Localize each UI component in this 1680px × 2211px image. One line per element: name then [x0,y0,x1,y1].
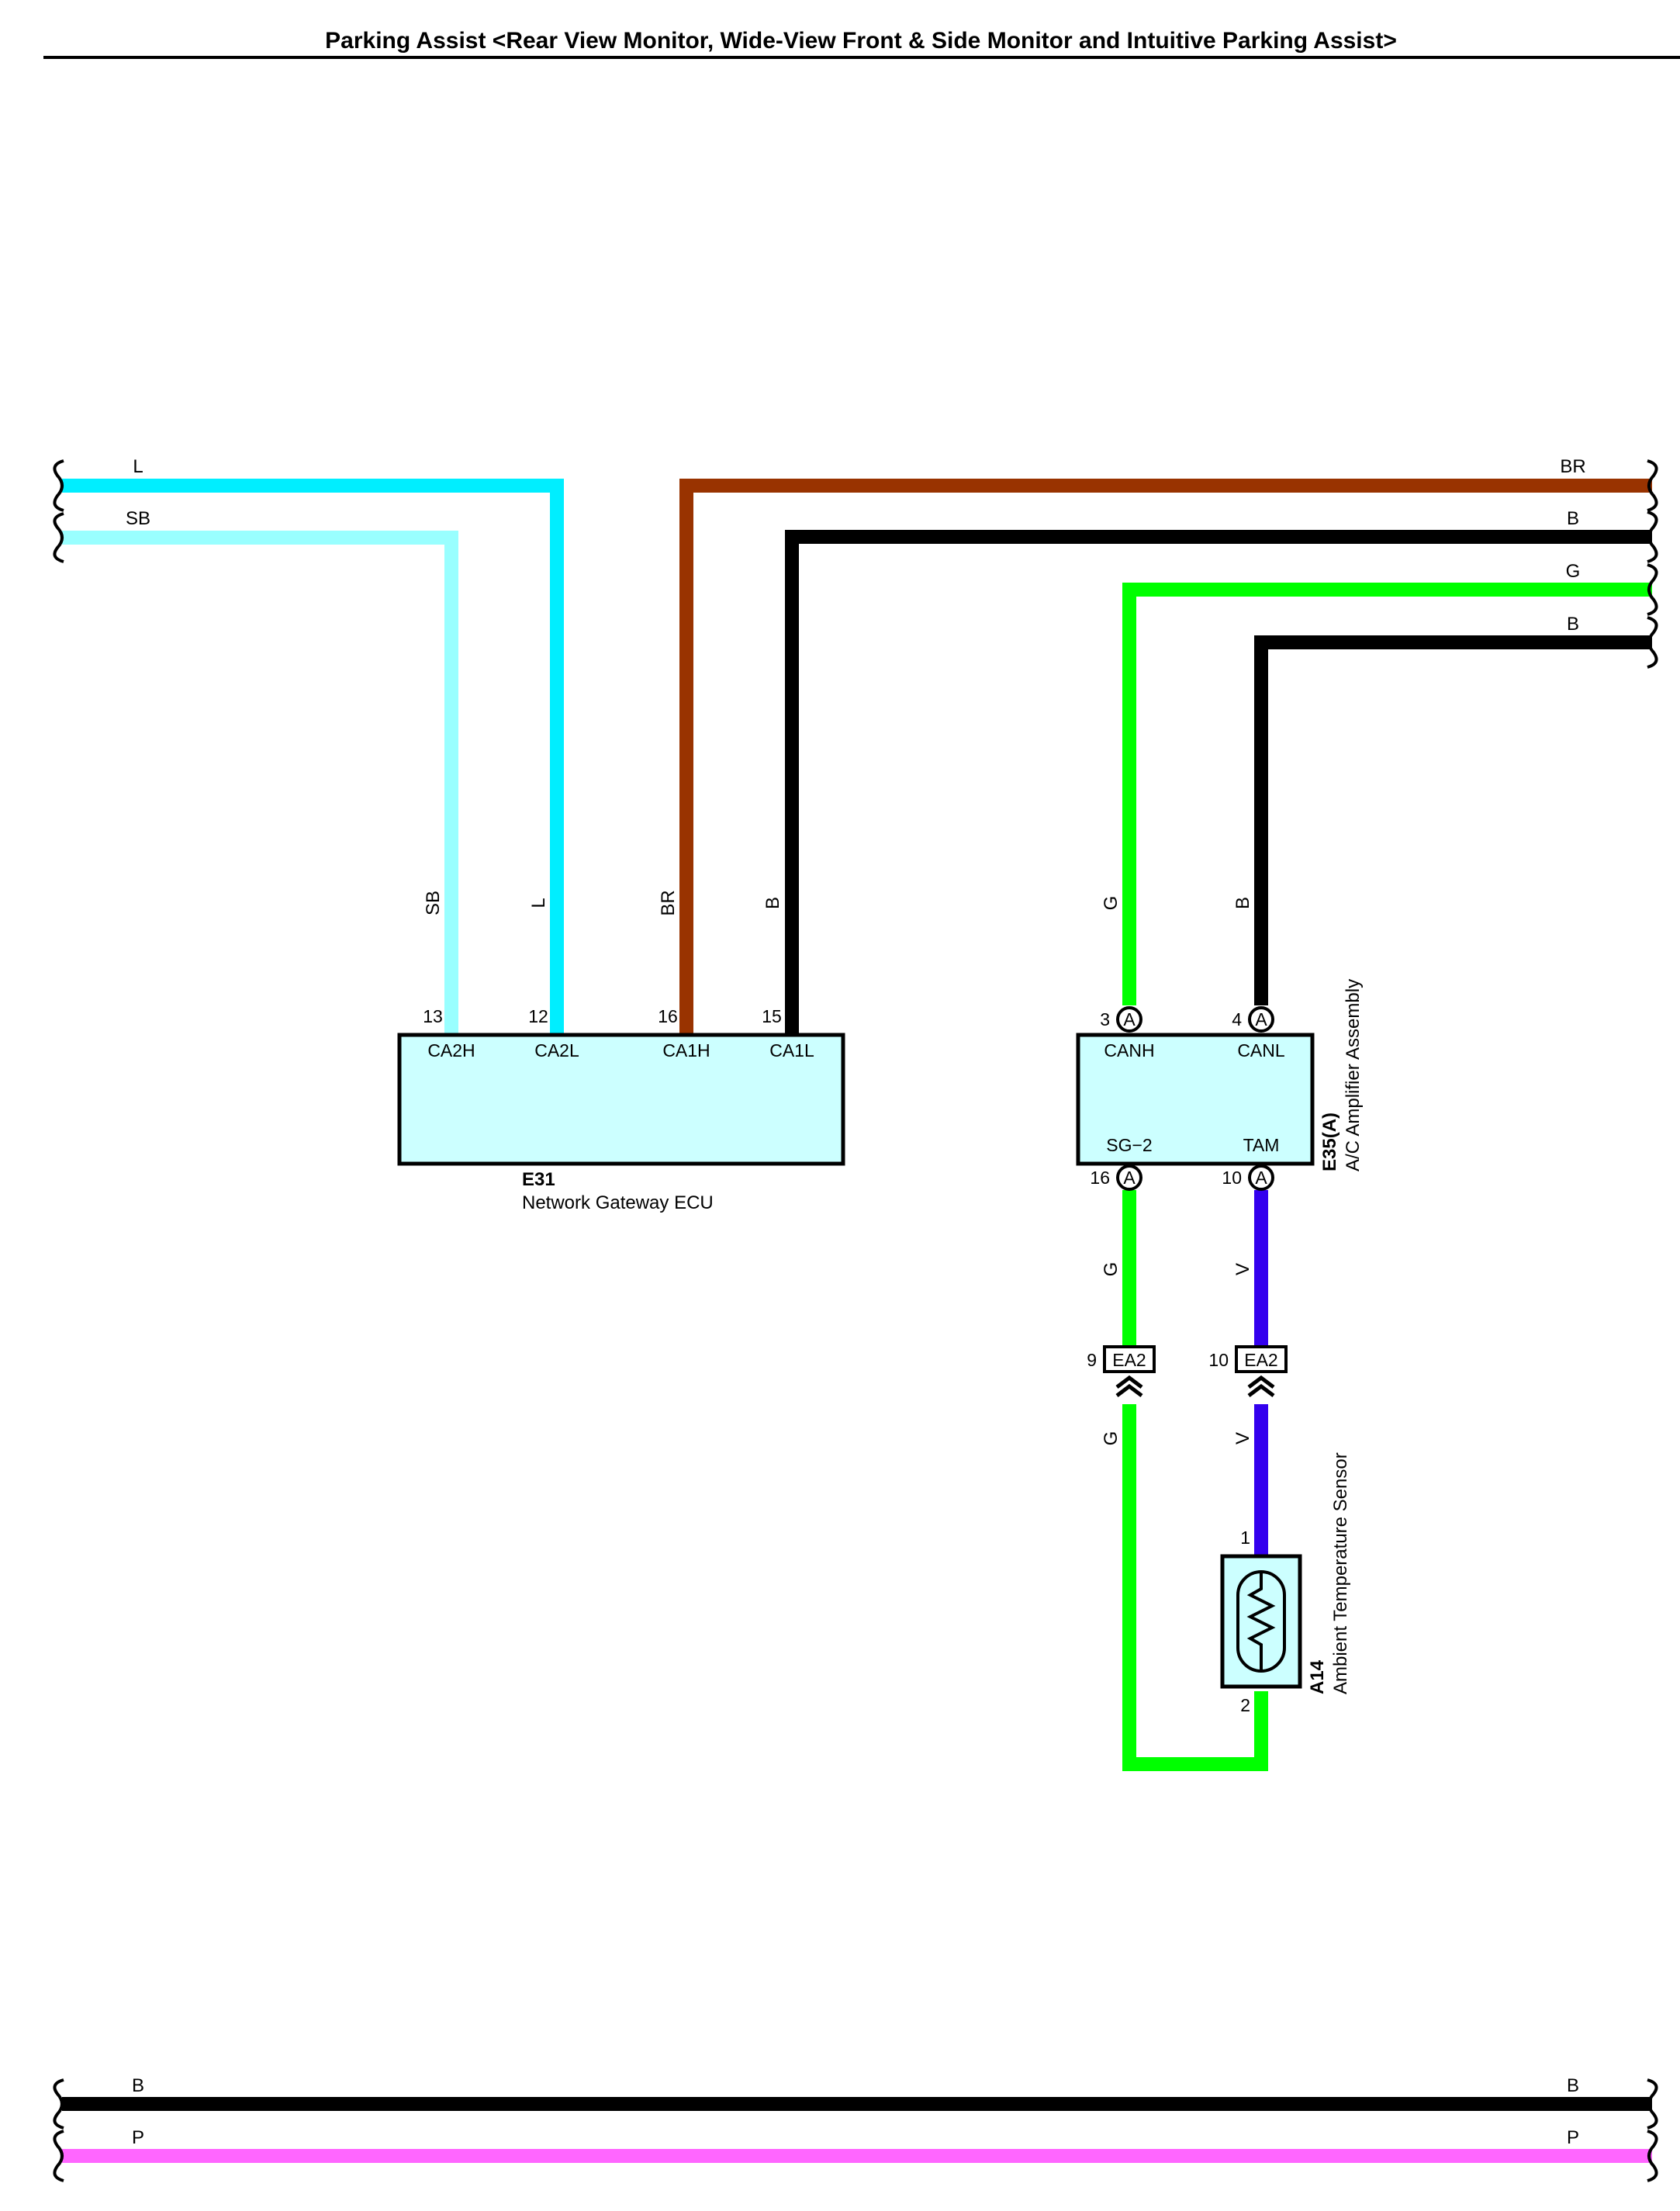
ea2-connector-v: EA2 10 [1208,1345,1288,1397]
ea2-chevrons-g [1115,1375,1143,1397]
continuation-braces [53,459,1658,2182]
wire-label-b2-right: B [1567,614,1579,635]
e31-pin-num-12: 12 [528,1006,548,1026]
wire-label-sb: SB [126,508,150,529]
e35-pin-circle-16 [1116,1164,1142,1191]
e31-pin-num-13: 13 [423,1006,443,1026]
e31-pin-num-16: 16 [658,1006,678,1026]
wire-label-g-lower2: G [1101,1431,1122,1446]
ambient-temperature-sensor: 1 2 A14 Ambient Temperature Sensor [1220,1452,1351,1715]
wire-label-b-bottom-left: B [132,2075,144,2096]
a14-code: A14 [1307,1659,1328,1694]
wire-label-v-lower1: V [1232,1263,1253,1275]
wire-label-b-vertical: B [762,897,783,909]
e35-pin-circle-10 [1248,1164,1274,1191]
page-title: Parking Assist <Rear View Monitor, Wide-… [325,28,1397,54]
wire-label-br-vertical: BR [658,890,679,915]
e31-pin-ca2h: CA2H [427,1040,475,1061]
e35-conn-letter-4: A [1255,1009,1267,1029]
brace-left-sb [53,512,64,563]
ea2-box-v [1235,1345,1288,1373]
network-gateway-ecu: 13 12 16 15 CA2H CA2L CA1H CA1L E31 Netw… [397,1006,845,1213]
e35-name: A/C Amplifier Assembly [1343,979,1364,1171]
wire-br [679,479,1652,1035]
wire-label-b-bottom-right: B [1567,2075,1579,2096]
wire-label-br-right: BR [1560,456,1585,477]
a14-pin-2: 2 [1240,1695,1250,1715]
brace-right-br [1647,459,1658,512]
wire-label-b2-vertical: B [1232,897,1253,909]
e35-conn-letter-16: A [1123,1168,1136,1188]
e35-pin-canh: CANH [1104,1040,1154,1061]
ea2-name-v: EA2 [1244,1350,1277,1370]
ac-amplifier-assembly: A A A A 3 4 16 10 CANH CANL SG−2 TAM E35… [1076,979,1364,1191]
e35-pin-circle-4 [1248,1006,1274,1033]
wire-b-e31 [785,530,1652,1035]
e31-pin-num-15: 15 [762,1006,782,1026]
ea2-pin-v: 10 [1208,1350,1229,1370]
wire-label-g-right: G [1566,561,1581,582]
wire-label-l: L [133,456,143,477]
e31-pin-ca1h: CA1H [662,1040,710,1061]
brace-right-p-bottom [1647,2130,1658,2182]
ea2-box-g [1103,1345,1156,1373]
brace-right-b1 [1647,510,1658,563]
wire-label-l-vertical: L [528,898,549,908]
wire-sb [62,531,458,1035]
e35-pin-circle-3 [1116,1006,1142,1033]
e35-pin-num-4: 4 [1232,1009,1242,1029]
e35-conn-letter-10: A [1255,1168,1267,1188]
a14-name: Ambient Temperature Sensor [1330,1452,1351,1694]
wire-label-sb-vertical: SB [423,891,444,915]
e35-pin-sg2: SG−2 [1106,1135,1152,1155]
wire-label-p-bottom-left: P [132,2127,144,2148]
brace-left-l [53,459,64,512]
wire-label-p-bottom-right: P [1567,2127,1579,2148]
e35-box [1076,1033,1315,1166]
e31-pin-ca2l: CA2L [534,1040,579,1061]
thermistor-icon [1246,1572,1276,1671]
e35-pin-num-10: 10 [1222,1168,1242,1188]
e35-pin-num-3: 3 [1100,1009,1110,1029]
e31-box [397,1033,845,1166]
e35-conn-letter-3: A [1123,1009,1136,1029]
e35-pin-num-16: 16 [1090,1168,1110,1188]
ea2-connector-g: EA2 9 [1087,1345,1156,1397]
e35-pin-canl: CANL [1237,1040,1285,1061]
e31-name: Network Gateway ECU [522,1192,714,1213]
brace-left-b-bottom [53,2078,64,2130]
ea2-pin-g: 9 [1087,1350,1097,1370]
e35-code: E35(A) [1319,1112,1340,1171]
e31-pin-ca1l: CA1L [769,1040,814,1061]
wire-b-e35 [1254,635,1652,1005]
a14-pin-1: 1 [1240,1528,1250,1548]
brace-left-p-bottom [53,2130,64,2182]
wire-label-v-lower2: V [1232,1432,1253,1445]
wire-g-a14 [1122,1404,1268,1771]
wire-label-b-right: B [1567,508,1579,529]
wire-label-g-vertical: G [1101,896,1122,911]
ea2-name-g: EA2 [1112,1350,1146,1370]
e31-code: E31 [522,1169,555,1190]
brace-right-b-bottom [1647,2078,1658,2130]
brace-right-g [1647,563,1658,616]
wire-g-e35 [1122,583,1652,1005]
wire-l [62,479,564,1035]
brace-right-b2 [1647,616,1658,669]
wire-label-g-lower1: G [1101,1262,1122,1277]
ea2-chevrons-v [1247,1375,1275,1397]
e35-pin-tam: TAM [1243,1135,1280,1155]
